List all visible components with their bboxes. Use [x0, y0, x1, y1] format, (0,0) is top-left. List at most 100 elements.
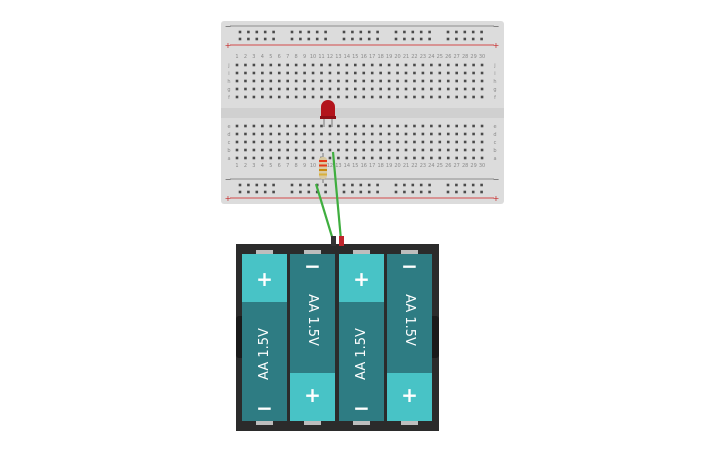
breadboard-hole[interactable] — [379, 148, 382, 152]
breadboard-hole[interactable] — [286, 63, 289, 67]
rail-hole[interactable] — [324, 183, 327, 187]
breadboard-hole[interactable] — [294, 87, 298, 91]
breadboard-hole[interactable] — [244, 156, 247, 160]
rail-hole[interactable] — [446, 30, 450, 34]
breadboard-hole[interactable] — [446, 132, 450, 136]
rail-hole[interactable] — [263, 183, 267, 187]
rail-hole[interactable] — [376, 30, 379, 34]
rail-hole[interactable] — [315, 190, 319, 194]
breadboard-hole[interactable] — [472, 79, 475, 83]
breadboard-hole[interactable] — [413, 95, 416, 99]
breadboard-hole[interactable] — [252, 148, 256, 152]
breadboard-hole[interactable] — [430, 71, 433, 75]
breadboard-hole[interactable] — [413, 132, 416, 136]
breadboard-hole[interactable] — [277, 156, 281, 160]
rail-hole[interactable] — [351, 190, 354, 194]
breadboard-hole[interactable] — [294, 140, 298, 144]
breadboard-hole[interactable] — [421, 95, 425, 99]
breadboard-hole[interactable] — [370, 132, 374, 136]
breadboard-hole[interactable] — [244, 148, 247, 152]
breadboard-hole[interactable] — [328, 148, 332, 152]
rail-hole[interactable] — [376, 37, 379, 41]
breadboard-hole[interactable] — [472, 71, 475, 75]
breadboard-hole[interactable] — [430, 63, 433, 67]
breadboard-hole[interactable] — [345, 156, 349, 160]
breadboard-hole[interactable] — [446, 148, 450, 152]
breadboard-hole[interactable] — [320, 140, 323, 144]
breadboard-hole[interactable] — [294, 63, 298, 67]
breadboard-hole[interactable] — [430, 132, 433, 136]
breadboard-hole[interactable] — [345, 140, 349, 144]
breadboard-hole[interactable] — [430, 156, 433, 160]
breadboard-hole[interactable] — [269, 156, 273, 160]
breadboard-hole[interactable] — [328, 95, 332, 99]
rail-hole[interactable] — [455, 37, 458, 41]
rail-hole[interactable] — [463, 183, 467, 187]
breadboard-hole[interactable] — [396, 124, 399, 128]
rail-hole[interactable] — [290, 183, 294, 187]
breadboard-hole[interactable] — [286, 140, 289, 144]
breadboard-hole[interactable] — [396, 63, 399, 67]
breadboard-hole[interactable] — [311, 156, 315, 160]
rail-hole[interactable] — [411, 183, 415, 187]
breadboard-hole[interactable] — [455, 124, 458, 128]
breadboard-hole[interactable] — [438, 140, 442, 144]
breadboard-hole[interactable] — [387, 63, 391, 67]
rail-hole[interactable] — [428, 190, 431, 194]
breadboard-hole[interactable] — [404, 124, 408, 128]
rail-hole[interactable] — [455, 183, 458, 187]
breadboard-hole[interactable] — [337, 124, 340, 128]
breadboard-hole[interactable] — [294, 95, 298, 99]
breadboard-hole[interactable] — [421, 124, 425, 128]
breadboard-hole[interactable] — [277, 95, 281, 99]
rail-hole[interactable] — [351, 37, 354, 41]
breadboard-hole[interactable] — [244, 124, 247, 128]
breadboard-hole[interactable] — [235, 132, 239, 136]
breadboard-hole[interactable] — [463, 140, 467, 144]
breadboard-hole[interactable] — [303, 140, 306, 144]
breadboard-hole[interactable] — [370, 140, 374, 144]
breadboard-hole[interactable] — [311, 132, 315, 136]
breadboard-hole[interactable] — [387, 140, 391, 144]
rail-hole[interactable] — [428, 37, 431, 41]
breadboard-hole[interactable] — [480, 79, 484, 83]
rail-hole[interactable] — [480, 183, 483, 187]
breadboard-hole[interactable] — [269, 124, 273, 128]
rail-hole[interactable] — [367, 190, 371, 194]
breadboard-hole[interactable] — [387, 79, 391, 83]
breadboard-hole[interactable] — [404, 95, 408, 99]
breadboard-hole[interactable] — [311, 71, 315, 75]
breadboard-hole[interactable] — [345, 87, 349, 91]
breadboard-hole[interactable] — [303, 63, 306, 67]
breadboard-hole[interactable] — [446, 124, 450, 128]
rail-hole[interactable] — [428, 30, 431, 34]
breadboard-hole[interactable] — [472, 95, 475, 99]
breadboard-hole[interactable] — [320, 132, 323, 136]
breadboard-hole[interactable] — [328, 87, 332, 91]
breadboard-hole[interactable] — [294, 71, 298, 75]
rail-hole[interactable] — [290, 37, 294, 41]
breadboard-hole[interactable] — [379, 156, 382, 160]
breadboard-hole[interactable] — [235, 95, 239, 99]
breadboard-hole[interactable] — [277, 63, 281, 67]
breadboard-hole[interactable] — [404, 87, 408, 91]
battery-cell[interactable]: +−AA 1.5V — [242, 250, 287, 425]
breadboard-hole[interactable] — [463, 87, 467, 91]
rail-hole[interactable] — [238, 37, 242, 41]
breadboard-hole[interactable] — [455, 132, 458, 136]
rail-hole[interactable] — [359, 30, 363, 34]
breadboard-hole[interactable] — [438, 71, 442, 75]
breadboard-hole[interactable] — [303, 156, 306, 160]
breadboard-hole[interactable] — [421, 87, 425, 91]
breadboard-hole[interactable] — [286, 132, 289, 136]
breadboard-hole[interactable] — [463, 71, 467, 75]
breadboard-hole[interactable] — [354, 79, 357, 83]
breadboard-hole[interactable] — [421, 148, 425, 152]
battery-pack[interactable]: +−AA 1.5V−+AA 1.5V+−AA 1.5V−+AA 1.5V — [236, 236, 439, 431]
breadboard-hole[interactable] — [337, 140, 340, 144]
breadboard-hole[interactable] — [480, 148, 484, 152]
rail-hole[interactable] — [324, 190, 327, 194]
breadboard-hole[interactable] — [311, 87, 315, 91]
breadboard-hole[interactable] — [261, 95, 264, 99]
breadboard-hole[interactable] — [252, 63, 256, 67]
